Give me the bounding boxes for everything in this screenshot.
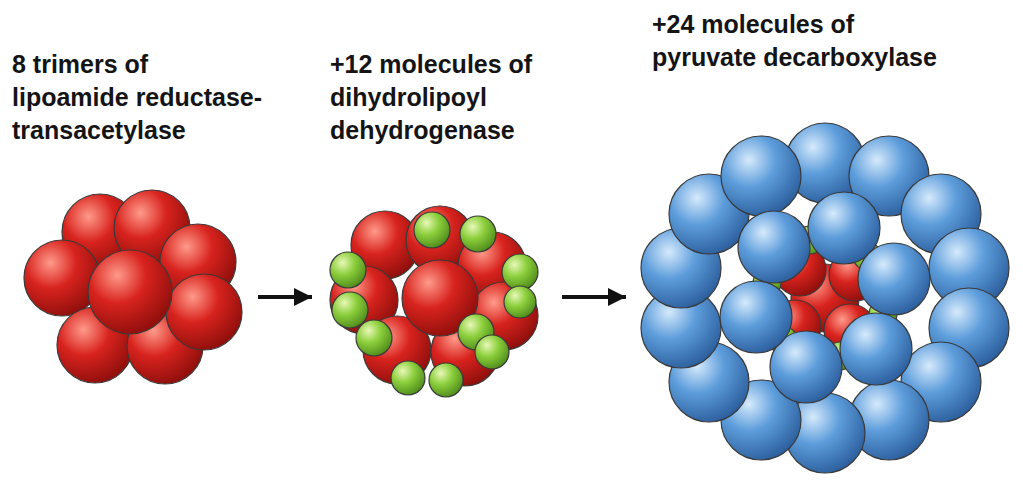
green-sphere (475, 335, 509, 369)
core-with-dehydrogenase (330, 206, 538, 397)
blue-sphere (738, 211, 810, 283)
red-sphere (24, 240, 100, 316)
green-sphere (504, 286, 536, 318)
blue-sphere (721, 136, 801, 216)
stage-heading: +24 molecules of pyruvate decarboxylase (652, 8, 952, 74)
assembly-arrow (258, 295, 312, 299)
green-sphere (414, 212, 450, 248)
blue-sphere (840, 313, 912, 385)
blue-sphere (858, 243, 930, 315)
red-sphere (88, 250, 172, 334)
green-sphere (332, 292, 368, 328)
complex-stage: +12 molecules of dihydrolipoyl dehydroge… (318, 197, 554, 397)
green-sphere (460, 216, 496, 252)
green-sphere (429, 363, 463, 397)
transacetylase-core (24, 190, 242, 384)
green-sphere (330, 252, 366, 288)
green-sphere (502, 254, 538, 290)
assembly-arrow (562, 295, 626, 299)
green-sphere (356, 320, 392, 356)
full-complex (641, 123, 1009, 473)
blue-sphere (720, 281, 792, 353)
complex-stage: +24 molecules of pyruvate decarboxylase (632, 118, 1018, 476)
green-sphere (391, 361, 425, 395)
complex-stage: 8 trimers of lipoamide reductase- transa… (10, 197, 250, 397)
red-sphere (166, 274, 242, 350)
stage-heading: +12 molecules of dihydrolipoyl dehydroge… (330, 48, 630, 147)
stage-heading: 8 trimers of lipoamide reductase- transa… (12, 48, 267, 147)
